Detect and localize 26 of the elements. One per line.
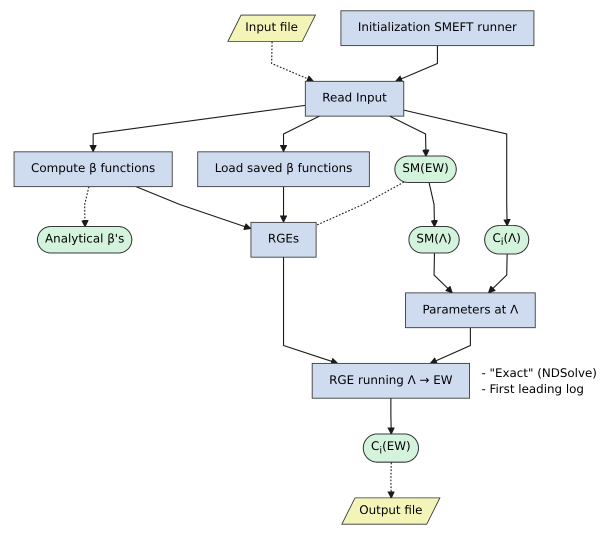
arrow (136, 186, 252, 230)
arrow (89, 104, 306, 152)
arrow (430, 328, 471, 364)
note-text: - First leading log (481, 382, 584, 396)
arrow (271, 42, 314, 82)
arrow (387, 462, 395, 499)
node-box: RGE running Λ → EW (312, 362, 470, 399)
arrow (404, 110, 511, 226)
arrow (389, 116, 430, 157)
arrow (280, 186, 288, 223)
arrow (488, 254, 508, 294)
arrow (280, 116, 320, 152)
arrow (433, 253, 453, 294)
arrow (282, 257, 338, 365)
arrow (81, 186, 90, 228)
arrow (395, 46, 438, 82)
node-box: RGEs (250, 222, 317, 258)
node-box: Read Input (304, 80, 404, 117)
arrow (387, 398, 395, 435)
arrow (428, 182, 438, 228)
connector (316, 182, 404, 226)
node-box: Parameters at Λ (405, 292, 536, 328)
note-text: - "Exact" (NDSolve) (481, 366, 597, 380)
node-box: Load saved β functions (197, 151, 370, 188)
node-box: Initialization SMEFT runner (340, 10, 534, 46)
node-box: Compute β functions (14, 151, 173, 188)
